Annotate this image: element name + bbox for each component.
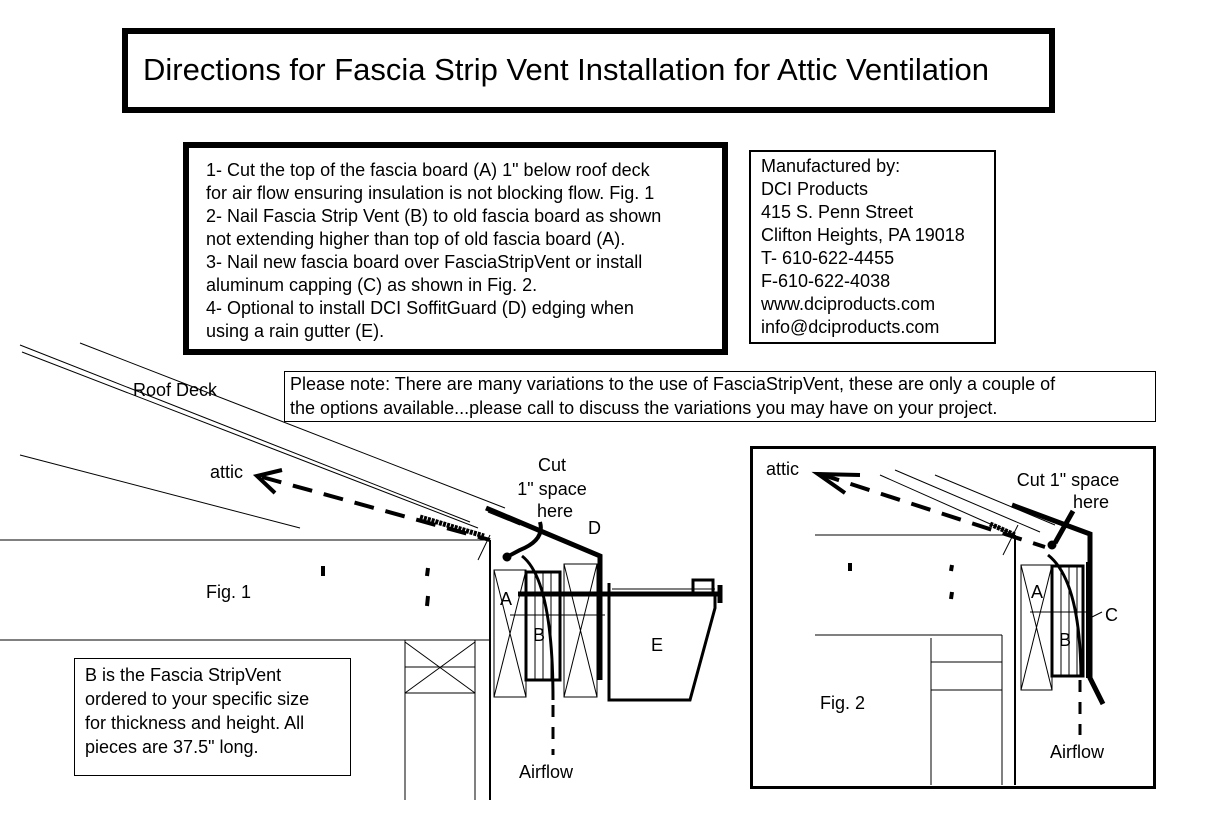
attic-label: attic	[210, 462, 243, 482]
vent-note-line: ordered to your specific size	[85, 689, 310, 709]
page-title: Directions for Fascia Strip Vent Install…	[143, 52, 990, 87]
fig2-label: Fig. 2	[820, 693, 865, 713]
note-line: Please note: There are many variations t…	[290, 374, 1056, 394]
label-a: A	[1031, 582, 1043, 602]
instruction-line: 2- Nail Fascia Strip Vent (B) to old fas…	[206, 206, 662, 226]
cut-label-line: here	[537, 501, 573, 521]
address-city: Clifton Heights, PA 19018	[761, 225, 965, 245]
email: info@dciproducts.com	[761, 317, 940, 337]
figure-2-drawing	[750, 446, 1156, 789]
roof-deck-label: Roof Deck	[133, 380, 218, 400]
vent-note-line: B is the Fascia StripVent	[85, 665, 282, 685]
label-c: C	[1105, 605, 1118, 625]
airflow-label: Airflow	[519, 762, 574, 782]
cut-label-line: Cut	[538, 455, 566, 475]
company-name: DCI Products	[761, 179, 869, 199]
instruction-line: for air flow ensuring insulation is not …	[206, 183, 655, 203]
instruction-line: using a rain gutter (E).	[206, 321, 385, 341]
instruction-line: 1- Cut the top of the fascia board (A) 1…	[206, 160, 650, 180]
cut-label-line: 1" space	[517, 479, 586, 499]
note-box: Please note: There are many variations t…	[284, 371, 1156, 422]
instruction-line: aluminum capping (C) as shown in Fig. 2.	[206, 275, 538, 295]
website: www.dciproducts.com	[761, 294, 936, 314]
cut-label-line: Cut 1" space	[1017, 470, 1119, 490]
phone: T- 610-622-4455	[761, 248, 895, 268]
manufacturer-line: Manufactured by:	[761, 156, 901, 176]
figure-1-drawing	[0, 342, 723, 800]
manufacturer-box: Manufactured by: DCI Products 415 S. Pen…	[749, 150, 996, 344]
label-b: B	[533, 625, 545, 645]
instruction-line: 4- Optional to install DCI SoffitGuard (…	[206, 298, 634, 318]
cut-label-line: here	[1073, 492, 1109, 512]
fax: F-610-622-4038	[761, 271, 891, 291]
note-line: the options available...please call to d…	[290, 398, 998, 418]
instruction-line: 3- Nail new fascia board over FasciaStri…	[206, 252, 643, 272]
instructions-box: 1- Cut the top of the fascia board (A) 1…	[183, 142, 728, 355]
airflow-label: Airflow	[1050, 742, 1105, 762]
address-street: 415 S. Penn Street	[761, 202, 914, 222]
vent-note-line: for thickness and height. All	[85, 713, 305, 733]
instruction-line: not extending higher than top of old fas…	[206, 229, 626, 249]
label-e: E	[651, 635, 663, 655]
fig1-label: Fig. 1	[206, 582, 251, 602]
label-d: D	[588, 518, 601, 538]
label-a: A	[500, 589, 512, 609]
vent-note-box: B is the Fascia StripVent ordered to you…	[74, 658, 351, 776]
title-box: Directions for Fascia Strip Vent Install…	[122, 28, 1055, 113]
label-b: B	[1059, 630, 1071, 650]
attic-label: attic	[766, 459, 799, 479]
vent-note-line: pieces are 37.5" long.	[85, 737, 259, 757]
